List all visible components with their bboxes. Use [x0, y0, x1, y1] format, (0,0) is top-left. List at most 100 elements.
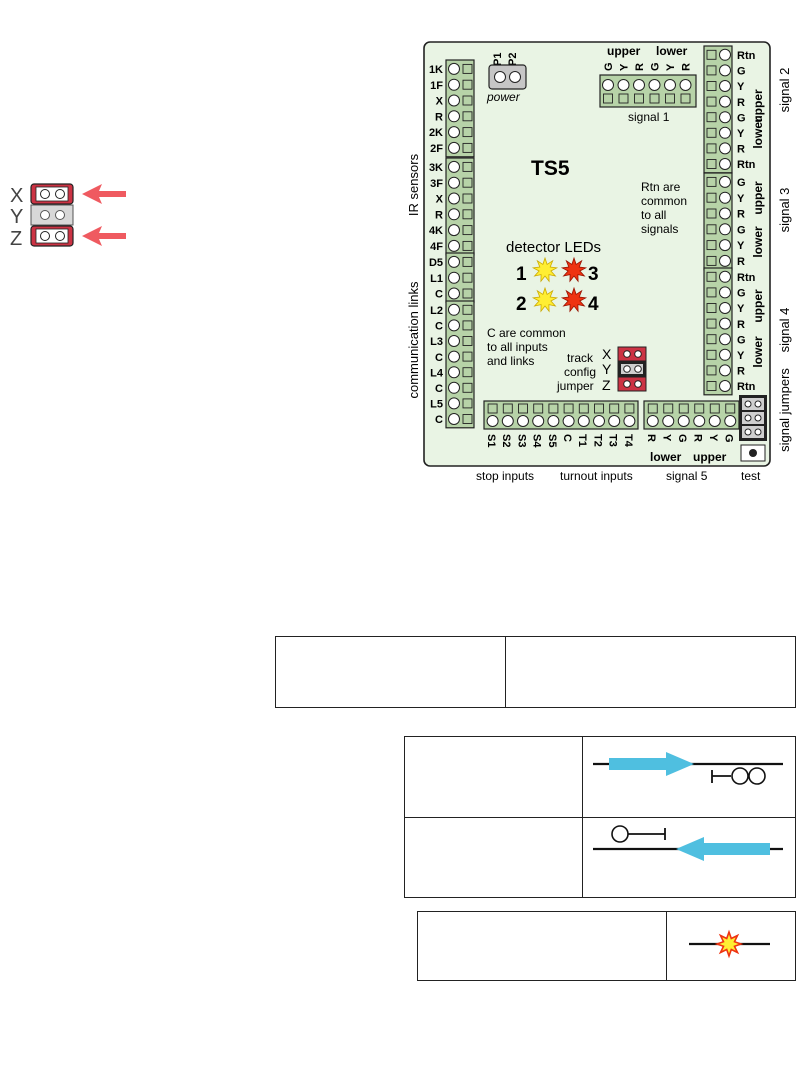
- sig3-pin-0: G: [737, 177, 746, 189]
- bottom-pin-8: T3: [607, 434, 619, 447]
- signal1-lower: lower: [656, 44, 688, 58]
- eastbound-signal-icon: [593, 752, 783, 785]
- right-terminal-blocks: [703, 45, 733, 396]
- signal4-label: signal 4: [777, 308, 792, 353]
- signal5-block: [643, 400, 740, 430]
- signal1-terminal: [599, 74, 697, 108]
- sig2-lower: lower: [751, 117, 765, 149]
- sig2-upper: upper: [751, 89, 765, 123]
- signal1-pin-3: G: [650, 62, 662, 71]
- ir-pin-b-3: R: [435, 209, 443, 221]
- ir-pin-b-4: 4K: [429, 225, 443, 237]
- c-note-1: C are common: [487, 326, 566, 340]
- table-divider: [666, 912, 667, 980]
- signal5-label: signal 5: [666, 469, 708, 483]
- bottom-pin-5: C: [561, 434, 573, 442]
- track-config-1: track: [567, 351, 594, 365]
- detector-num-3: 3: [588, 264, 599, 285]
- comm-pin-b-3: C: [435, 352, 443, 364]
- sig3-pin-3: G: [737, 224, 746, 236]
- sig2-pin-2: Y: [737, 81, 745, 93]
- stop-turnout-block: [483, 400, 639, 430]
- jumper-z: [30, 225, 74, 247]
- sig2-pin-7: Rtn: [737, 159, 756, 171]
- comm-block-2: [445, 300, 475, 429]
- signal4-block: [703, 267, 733, 396]
- westbound-signal-icon: [593, 825, 783, 861]
- comm-pin-a-1: L1: [430, 273, 443, 285]
- signal-jumpers-label: signal jumpers: [777, 368, 792, 452]
- detector-num-2: 2: [516, 294, 527, 315]
- signal3-label: signal 3: [777, 188, 792, 233]
- board-outline: [423, 41, 771, 467]
- ir-pin-a-4: 2K: [429, 127, 443, 139]
- detector-star-icon: [714, 929, 744, 959]
- signal5-pin-2: G: [676, 434, 688, 443]
- bottom-pin-7: T2: [591, 434, 603, 447]
- sig4-pin-6: R: [737, 366, 745, 378]
- sig4-pin-0: Rtn: [737, 272, 756, 284]
- led-2-icon: [531, 286, 559, 313]
- sig4-lower: lower: [751, 336, 765, 368]
- track-config-z: Z: [602, 377, 611, 393]
- signal1-upper: upper: [607, 44, 641, 58]
- sig3-pin-4: Y: [737, 240, 745, 252]
- signal5-pin-3: R: [692, 434, 704, 442]
- test-button: [740, 444, 766, 462]
- ir-sensors-label: IR sensors: [406, 153, 421, 216]
- detector-table: [417, 911, 796, 981]
- comm-pin-b-2: L3: [430, 336, 443, 348]
- board-title: TS5: [531, 157, 570, 180]
- direction-table: [404, 736, 796, 898]
- jumper-x: [30, 183, 74, 205]
- empty-table: [275, 636, 796, 708]
- comm-pin-b-5: C: [435, 383, 443, 395]
- ir-pin-b-0: 3K: [429, 162, 443, 174]
- table-divider: [505, 637, 506, 707]
- power-pin-p1: P1: [492, 53, 504, 66]
- track-config-3: jumper: [556, 379, 594, 393]
- power-pin-p2: P2: [507, 53, 519, 66]
- signal1-block: [599, 74, 697, 108]
- signal-jumpers: [739, 395, 767, 441]
- bottom-pin-0: S1: [485, 434, 497, 447]
- test-label: test: [741, 469, 761, 483]
- signal1-pin-2: R: [634, 63, 646, 71]
- sig2-pin-1: G: [737, 66, 746, 78]
- c-note-3: and links: [487, 354, 534, 368]
- led-4-icon: [560, 286, 588, 313]
- sig3-pin-2: R: [737, 209, 745, 221]
- sig4-pin-7: Rtn: [737, 381, 756, 393]
- sig2-pin-3: R: [737, 97, 745, 109]
- signal5-upper: upper: [693, 450, 727, 464]
- ir-pin-a-5: 2F: [430, 143, 443, 155]
- comm-pin-a-2: C: [435, 289, 443, 301]
- comm-pin-b-0: L2: [430, 305, 443, 317]
- comm-pin-b-7: C: [435, 414, 443, 426]
- communication-links-label: communication links: [406, 281, 421, 399]
- sig4-pin-5: Y: [737, 350, 745, 362]
- c-note-2: to all inputs: [487, 340, 548, 354]
- signal5-pin-1: Y: [661, 434, 673, 442]
- detector-num-1: 1: [516, 264, 527, 285]
- stop-inputs-label: stop inputs: [476, 469, 534, 483]
- track-config-y: Y: [602, 361, 612, 377]
- sig2-pin-5: Y: [737, 128, 745, 140]
- sig4-upper: upper: [751, 289, 765, 323]
- rtn-note-4: signals: [641, 222, 678, 236]
- legend-x: X: [10, 185, 23, 207]
- comm-pin-a-0: D5: [429, 257, 443, 269]
- led-1-icon: [531, 256, 559, 283]
- arrow-icon: [82, 226, 126, 246]
- sig2-pin-4: G: [737, 112, 746, 124]
- sig4-pin-3: R: [737, 319, 745, 331]
- signal5-pin-0: R: [645, 434, 657, 442]
- signal1-pin-4: Y: [665, 63, 677, 71]
- power-jumper: [488, 64, 527, 90]
- comm-block-1: [445, 252, 475, 304]
- left-terminal-blocks: [445, 59, 475, 429]
